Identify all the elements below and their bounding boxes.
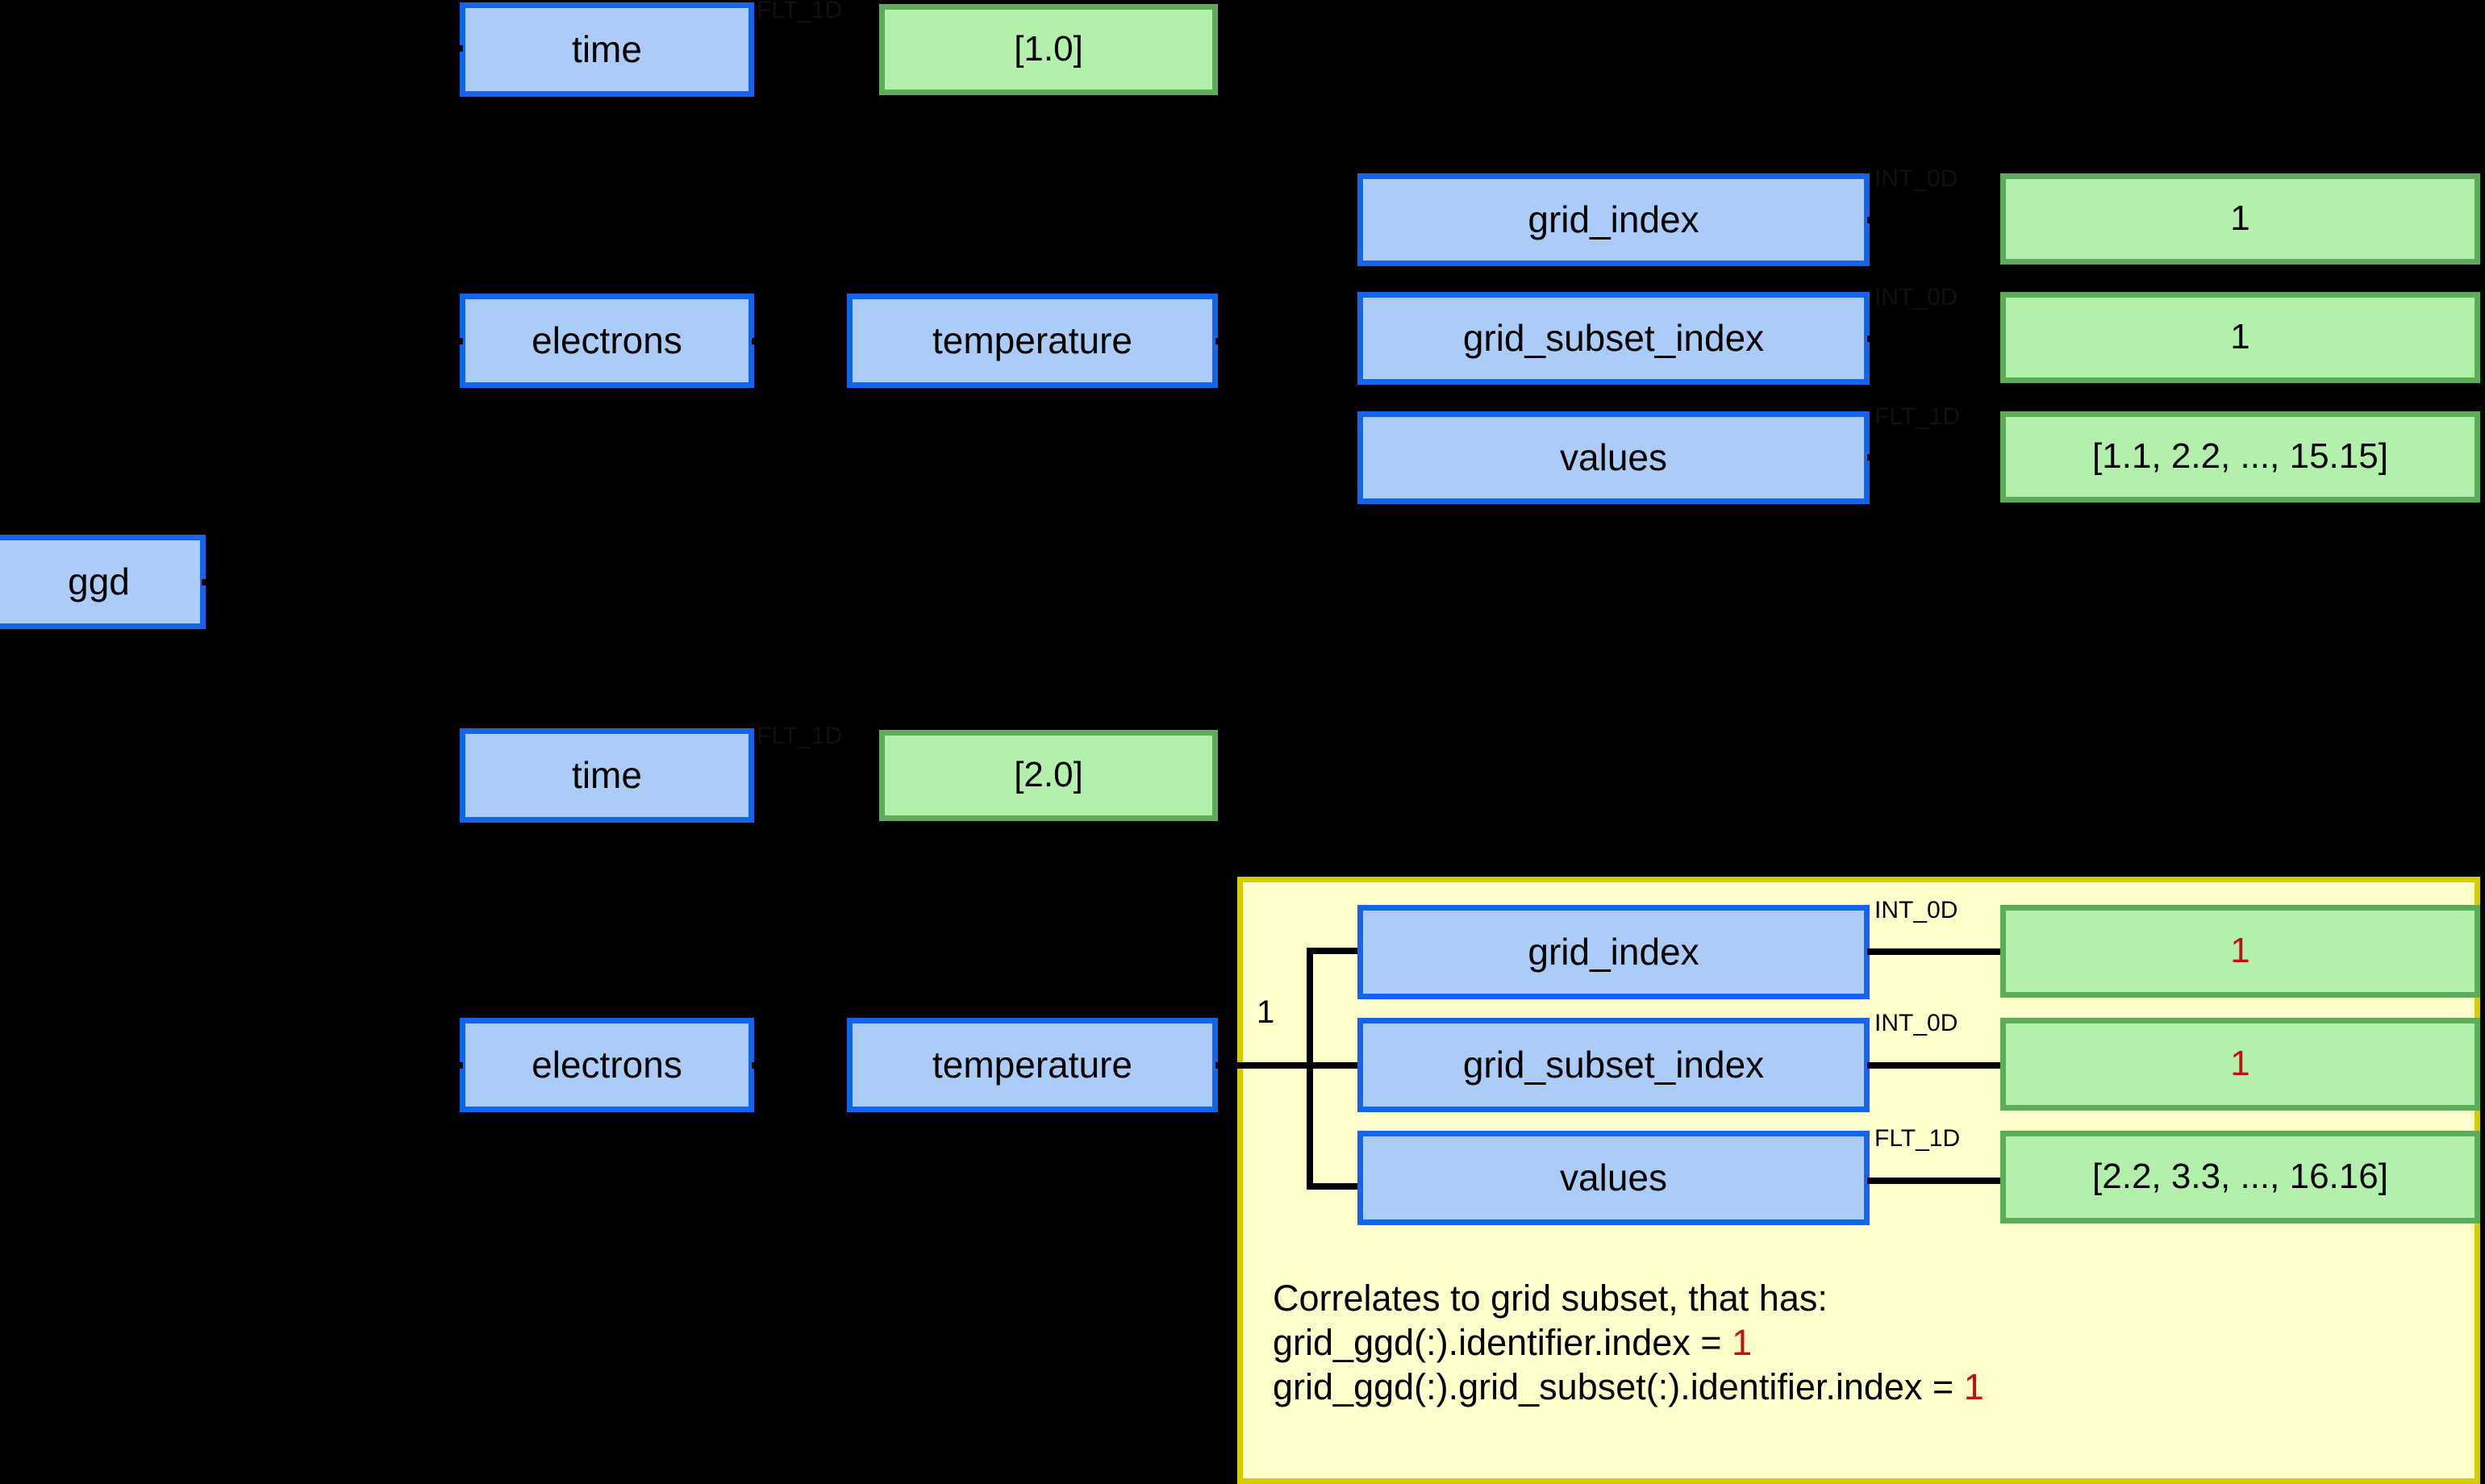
edge-grid-index-to-value-slice1 xyxy=(1867,217,2004,223)
node-label: grid_subset_index xyxy=(1462,317,1765,360)
node-label: electrons xyxy=(532,319,682,362)
annotation-line-3-text: grid_ggd(:).grid_subset(:).identifier.in… xyxy=(1273,1365,1964,1407)
node-value: 1 xyxy=(2230,931,2250,971)
edge-temperature-bus-slice1 xyxy=(1215,338,1308,344)
node-grid-index-slice1[interactable]: grid_index xyxy=(1357,173,1870,266)
edge-ggd-to-electrons-slice1 xyxy=(436,338,463,344)
edge-grid-subset-index-to-value-slice1 xyxy=(1867,336,2004,342)
node-label: ggd xyxy=(68,561,130,603)
edge-electrons-to-temperature-slice2 xyxy=(752,1062,848,1069)
node-value: 1 xyxy=(2230,317,2250,357)
annotation-line-3: grid_ggd(:).grid_subset(:).identifier.in… xyxy=(1273,1365,1984,1410)
type-label-grid-subset-index-slice2: INT_0D xyxy=(1874,1010,1958,1036)
edge-bus-to-values-slice1 xyxy=(1305,454,1361,461)
edge-time-to-value-slice2 xyxy=(754,773,879,779)
node-label: electrons xyxy=(532,1044,682,1086)
node-values-value-slice2: [2.2, 3.3, ..., 16.16] xyxy=(2000,1131,2480,1223)
type-label-grid-index-slice1: INT_0D xyxy=(1874,165,1958,192)
type-label-time-slice1: FLT_1D xyxy=(757,0,843,23)
annotation-line-2-text: grid_ggd(:).identifier.index = xyxy=(1273,1321,1732,1363)
edge-temperature-bus-slice2 xyxy=(1215,1062,1361,1069)
edge-ggd-to-time-slice2 xyxy=(227,775,463,782)
annotation-line-1: Correlates to grid subset, that has: xyxy=(1273,1278,1828,1319)
node-value: [2.0] xyxy=(1014,755,1083,795)
multiplicity-label-slice2: 1 xyxy=(1257,994,1275,1030)
type-label-grid-subset-index-slice1: INT_0D xyxy=(1874,284,1958,311)
node-values-slice2[interactable]: values xyxy=(1357,1131,1870,1225)
node-temperature-slice1[interactable]: temperature xyxy=(847,294,1218,388)
node-grid-subset-index-value-slice2: 1 xyxy=(2000,1018,2480,1111)
edge-ggd-to-time-slice1 xyxy=(227,45,463,52)
node-label: time xyxy=(572,754,642,797)
edge-bus-to-grid-subset-index-slice1 xyxy=(1305,336,1361,342)
node-label: values xyxy=(1560,1157,1667,1199)
node-time-value-slice1: [1.0] xyxy=(879,4,1218,95)
type-label-grid-index-slice2: INT_0D xyxy=(1874,897,1958,923)
annotation-text: Correlates to grid subset, that has: gri… xyxy=(1273,1277,1984,1410)
node-label: values xyxy=(1560,436,1667,479)
node-grid-index-slice2[interactable]: grid_index xyxy=(1357,905,1870,999)
type-label-time-slice2: FLT_1D xyxy=(757,723,843,749)
node-grid-index-value-slice2: 1 xyxy=(2000,905,2480,998)
annotation-line-2-value: 1 xyxy=(1732,1321,1753,1363)
annotation-line-2: grid_ggd(:).identifier.index = 1 xyxy=(1273,1321,1984,1365)
node-values-slice1[interactable]: values xyxy=(1357,411,1870,504)
node-time-slice1[interactable]: time xyxy=(460,2,754,97)
node-label: grid_index xyxy=(1528,198,1699,241)
node-label: time xyxy=(572,28,642,71)
edge-ggd-to-electrons-branch-slice2 xyxy=(227,1065,439,1071)
node-value: 1 xyxy=(2230,198,2250,239)
edge-bus-to-grid-index-slice2 xyxy=(1307,948,1363,954)
edge-bus-to-grid-index-slice1 xyxy=(1305,217,1361,223)
node-grid-index-value-slice1: 1 xyxy=(2000,173,2480,265)
node-grid-subset-index-slice1[interactable]: grid_subset_index xyxy=(1357,292,1870,385)
node-grid-subset-index-slice2[interactable]: grid_subset_index xyxy=(1357,1018,1870,1112)
node-time-value-slice2: [2.0] xyxy=(879,730,1218,821)
edge-ggd-to-electrons-branch-slice1 xyxy=(227,338,439,344)
edge-values-to-value-slice2 xyxy=(1867,1178,2004,1184)
edge-time-to-value-slice1 xyxy=(754,47,879,53)
node-label: temperature xyxy=(932,319,1132,362)
node-ggd-root[interactable]: ggd xyxy=(0,535,206,629)
node-electrons-slice2[interactable]: electrons xyxy=(460,1018,754,1112)
type-label-values-slice2: FLT_1D xyxy=(1874,1125,1961,1152)
node-electrons-slice1[interactable]: electrons xyxy=(460,294,754,388)
node-values-value-slice1: [1.1, 2.2, ..., 15.15] xyxy=(2000,411,2480,502)
type-label-values-slice1: FLT_1D xyxy=(1874,403,1961,430)
edge-ggd-to-electrons-slice2 xyxy=(436,1062,463,1069)
edge-electrons-to-temperature-slice1 xyxy=(752,338,848,344)
edge-grid-index-to-value-slice2 xyxy=(1867,948,2004,955)
edge-bus-to-grid-subset-index-slice2 xyxy=(1307,1062,1363,1069)
edge-ggd-vertical-bus xyxy=(227,45,234,1069)
node-label: temperature xyxy=(932,1044,1132,1086)
node-value: [2.2, 3.3, ..., 16.16] xyxy=(2092,1157,2388,1197)
node-label: grid_subset_index xyxy=(1462,1044,1765,1086)
edge-grid-subset-index-to-value-slice2 xyxy=(1867,1062,2004,1069)
node-time-slice2[interactable]: time xyxy=(460,728,754,823)
node-grid-subset-index-value-slice1: 1 xyxy=(2000,292,2480,383)
node-value: [1.0] xyxy=(1014,29,1083,69)
annotation-line-3-value: 1 xyxy=(1963,1365,1984,1407)
node-label: grid_index xyxy=(1528,931,1699,973)
edge-values-to-value-slice1 xyxy=(1867,454,2004,461)
node-temperature-slice2[interactable]: temperature xyxy=(847,1018,1218,1112)
edge-bus-vertical-slice2 xyxy=(1307,948,1313,1190)
node-value: 1 xyxy=(2230,1044,2250,1084)
edge-ggd-stub xyxy=(202,579,231,586)
edge-bus-to-values-slice2 xyxy=(1307,1183,1363,1190)
node-value: [1.1, 2.2, ..., 15.15] xyxy=(2092,436,2388,477)
